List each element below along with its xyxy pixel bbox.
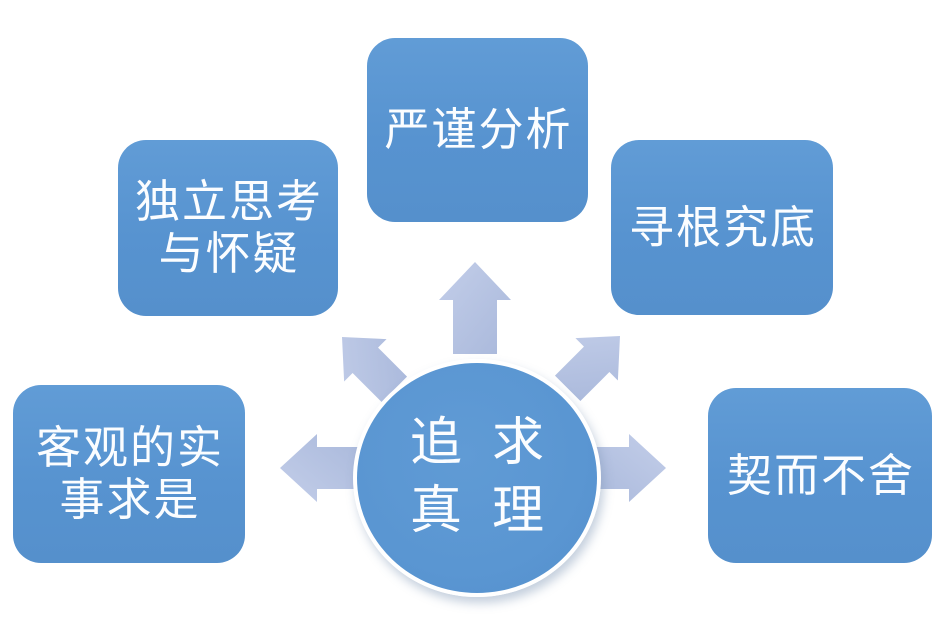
node-label: 契而不舍 — [726, 448, 915, 502]
center-label-line-2: 真理 — [409, 481, 574, 541]
node-label-line-2: 与怀疑 — [158, 227, 300, 280]
node-get-to-the-root: 寻根究底 — [611, 140, 833, 315]
arrow-upper-right-icon — [554, 336, 620, 402]
center-label-line-1: 追求 — [409, 413, 574, 474]
arrow-upper-left-icon — [342, 337, 408, 403]
node-objective-facts: 客观的实 事求是 — [13, 385, 245, 563]
arrow-left-icon — [280, 434, 364, 502]
node-independent-thinking: 独立思考 与怀疑 — [118, 140, 338, 316]
node-label: 严谨分析 — [384, 103, 573, 157]
arrow-right-icon — [582, 434, 666, 502]
node-label-line-2: 事求是 — [59, 473, 201, 526]
node-perseverance: 契而不舍 — [708, 388, 932, 563]
node-label-line-1: 客观的实 — [35, 421, 224, 475]
node-label: 寻根究底 — [628, 200, 817, 254]
node-pursue-truth-center: 追求 真理 — [353, 359, 601, 597]
node-label-line-1: 独立思考 — [134, 175, 323, 229]
arrow-up-icon — [439, 262, 511, 354]
node-rigorous-analysis: 严谨分析 — [367, 38, 588, 222]
